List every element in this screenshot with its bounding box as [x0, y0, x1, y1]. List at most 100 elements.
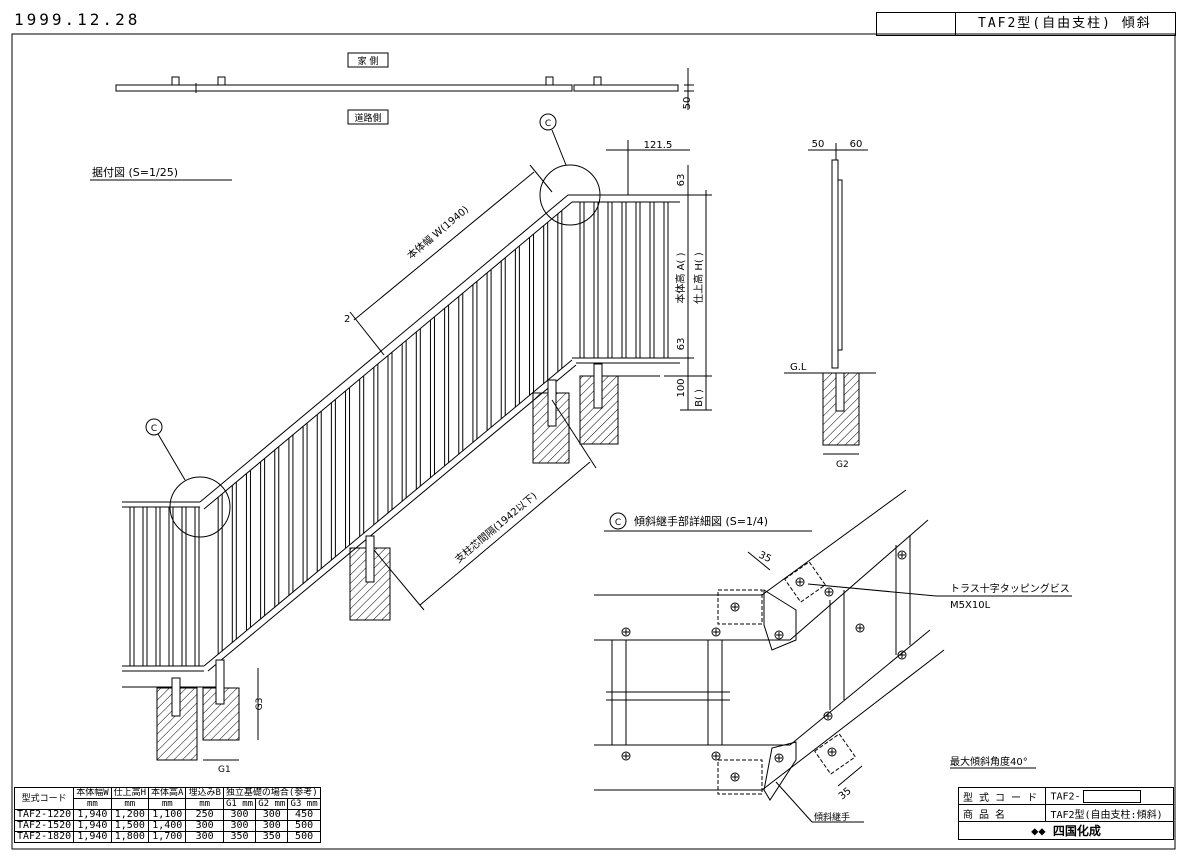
joint-bracket-upper [763, 589, 797, 651]
screw-icon [730, 772, 740, 782]
screw-icon [823, 711, 833, 721]
spec-cell: 350 [255, 831, 289, 843]
plan-post [217, 76, 226, 86]
detail-slope-rail-bottom-b [761, 649, 945, 791]
max-angle-label: 最大傾斜角度40° [950, 755, 1028, 768]
gl-label: G.L [790, 362, 807, 373]
height-h-label: 仕上高 H( ) [692, 252, 705, 304]
screw-icon [730, 602, 740, 612]
callout-leader [551, 129, 567, 166]
spec-subheader: G2 mm [255, 798, 289, 810]
spec-cell: 300 [222, 809, 257, 821]
spec-cell: 300 [222, 820, 257, 832]
dim-63-bottom: 63 [676, 338, 687, 351]
spec-unit: mm [148, 798, 187, 810]
spec-header: 埋込みB [185, 787, 224, 799]
sloped-bottom-rail-inner [207, 364, 577, 672]
spec-cell: 350 [222, 831, 257, 843]
embed-100-label: 100 [676, 378, 687, 397]
plan-view [115, 52, 694, 125]
screw-icon [897, 650, 907, 660]
width-dim-ext [529, 164, 553, 193]
spec-unit: mm [73, 798, 112, 810]
spec-cell: 1,940 [73, 820, 112, 832]
foundations [156, 363, 619, 761]
spec-cell: 300 [255, 820, 289, 832]
section-post [831, 159, 839, 369]
screws [621, 550, 907, 782]
spec-unit: mm [110, 798, 150, 810]
house-side-label: 家 側 [358, 55, 379, 67]
dim-63-top: 63 [676, 174, 687, 187]
spec-cell: 250 [185, 809, 224, 821]
width-dim-line [353, 171, 535, 321]
section-dim-50: 50 [812, 139, 825, 150]
detail-callout-marker [609, 512, 627, 530]
embed-b-label: B( ) [694, 389, 705, 407]
road-side-label: 道路側 [354, 112, 381, 124]
joint-bracket-lower [763, 741, 797, 801]
post-embed [593, 363, 603, 409]
plan-post [171, 76, 180, 86]
brand-logo-icon: ◆◆ [1031, 824, 1053, 838]
section-panel [837, 179, 843, 351]
spec-cell: 1,940 [73, 809, 112, 821]
screw-icon [827, 747, 837, 757]
plan-post [593, 76, 602, 86]
drawing-date: 1999.12.28 [14, 10, 141, 29]
dim-2-label: 2 [344, 314, 350, 325]
name-label: 商 品 名 [957, 804, 1047, 822]
post-interval-label: 支柱芯間隔(1942以下) [452, 489, 540, 565]
info-row: 商 品 名 TAF2型(自由支柱:傾斜) [957, 804, 1174, 822]
plan-rail-left [115, 84, 573, 92]
spec-cell: 500 [287, 831, 321, 843]
drawing-frame [11, 33, 1176, 850]
spec-cell: 1,500 [110, 820, 150, 832]
spec-cell: 1,700 [148, 831, 187, 843]
spec-unit-row: mm mm mm mm [15, 798, 321, 810]
right-balusters [579, 202, 669, 358]
title-block: TAF2型(自由支柱) 傾斜 [876, 12, 1176, 36]
spec-cell: 1,400 [148, 820, 187, 832]
screw-leader [807, 583, 937, 597]
sloped-top-rail [199, 194, 569, 503]
screw-icon [774, 630, 784, 640]
post-interval-dim-line [419, 461, 591, 606]
screw-icon [621, 627, 631, 637]
callout-label-upper: C [545, 119, 551, 129]
fence-elevation [122, 113, 712, 761]
spec-header: 型式コード [13, 787, 75, 810]
screw-icon [711, 751, 721, 761]
detail-callout-label: C [615, 518, 621, 528]
spec-cell: TAF2-1520 [13, 820, 75, 832]
title-block-blank [877, 13, 956, 35]
drawing-title: TAF2型(自由支柱) 傾斜 [978, 16, 1152, 31]
callout-circle-upper [539, 164, 601, 226]
slope-plate-lower [813, 733, 857, 775]
plan-post [545, 76, 554, 86]
screw-icon [855, 623, 865, 633]
spec-cell: 300 [185, 831, 224, 843]
spec-header: 仕上高H [110, 787, 150, 799]
spec-cell: TAF2-1820 [13, 831, 75, 843]
dim-35-line [747, 551, 771, 571]
callout-leader [157, 433, 186, 481]
spec-cell: 500 [287, 820, 321, 832]
spec-cell: 1,100 [148, 809, 187, 821]
slope-plate-upper [783, 561, 827, 603]
screw-icon [621, 751, 631, 761]
joint-label: 傾斜継手 [814, 811, 850, 823]
spec-subheader: G3 mm [287, 798, 321, 810]
joint-plate-lower [717, 759, 763, 795]
height-a-label: 本体高 A( ) [674, 252, 687, 303]
code-cell: TAF2- [1045, 787, 1174, 805]
screw-label: トラス十字タッピングビス [950, 582, 1070, 595]
info-row: 型 式 コ ー ド TAF2- [957, 787, 1174, 805]
width-dim-ext [349, 311, 385, 356]
